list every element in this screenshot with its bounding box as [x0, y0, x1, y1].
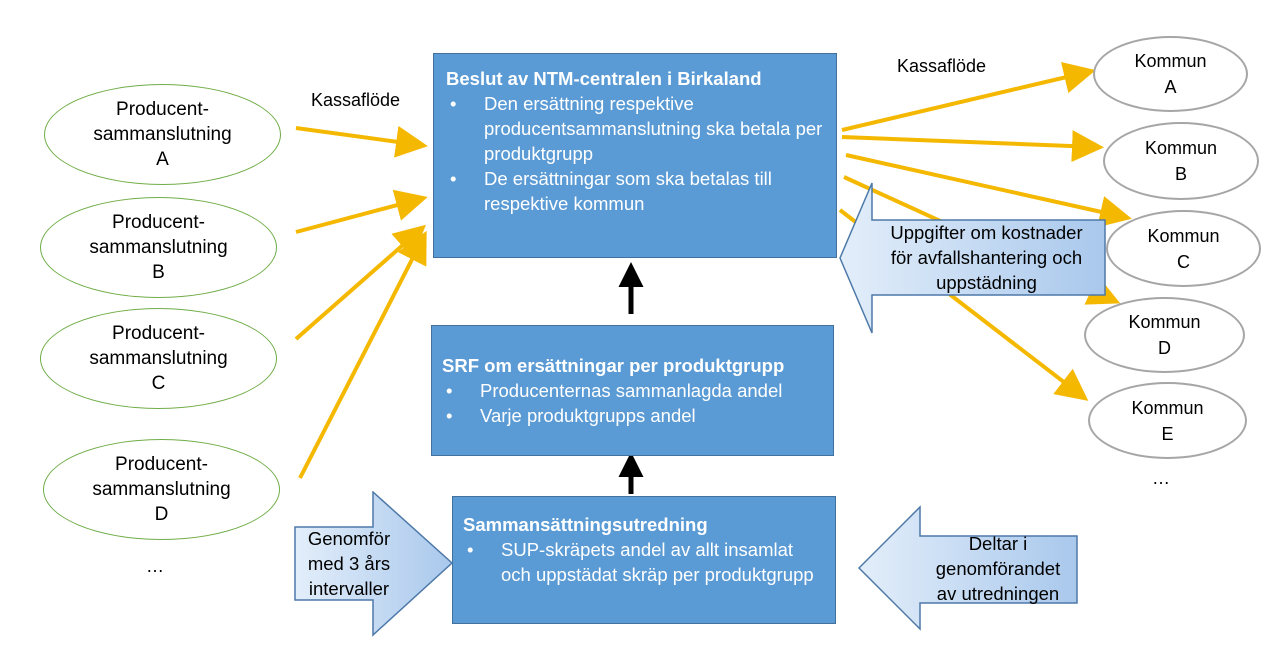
cashflow-arrow-producer-a: [295, 125, 428, 158]
decision-box-bullet: Den ersättning respektive producentsamma…: [446, 91, 826, 166]
composition-study-box[interactable]: Sammansättningsutredning SUP-skräpets an…: [452, 496, 836, 624]
producer-node-d[interactable]: Producent- sammanslutning D: [43, 439, 280, 540]
producer-node-label: Producent- sammanslutning A: [93, 99, 232, 170]
municipality-node-d[interactable]: Kommun D: [1084, 297, 1245, 373]
decision-box[interactable]: Beslut av NTM-centralen i Birkaland Den …: [433, 53, 837, 258]
left-block-arrow-icon: [857, 505, 1078, 631]
cashflow-label-left: Kassaflöde: [311, 90, 401, 110]
municipality-node-label: Kommun A: [1134, 51, 1207, 97]
producer-node-b[interactable]: Producent- sammanslutning B: [40, 197, 277, 298]
composition-study-box-bullets: SUP-skräpets andel av allt insamlat och …: [463, 537, 827, 587]
srf-box-bullet: Producenternas sammanlagda andel: [442, 378, 825, 403]
cashflow-arrow-producer-b: [295, 189, 428, 234]
municipality-node-b[interactable]: Kommun B: [1103, 122, 1259, 200]
srf-box[interactable]: SRF om ersättningar per produktgrupp Pro…: [431, 325, 834, 456]
right-block-arrow-icon: [294, 491, 454, 637]
municipality-node-label: Kommun D: [1128, 312, 1201, 358]
municipality-node-label: Kommun C: [1147, 225, 1220, 272]
cashflow-arrow-municipality-a: [841, 61, 1096, 132]
municipality-node-e[interactable]: Kommun E: [1088, 382, 1247, 459]
srf-box-bullets: Producenternas sammanlagda andel Varje p…: [442, 378, 825, 428]
municipalities-more-ellipsis: …: [1152, 468, 1170, 488]
composition-study-box-bullet: SUP-skräpets andel av allt insamlat och …: [463, 537, 827, 587]
producer-node-label: Producent- sammanslutning B: [89, 212, 228, 283]
srf-box-title: SRF om ersättningar per produktgrupp: [442, 355, 785, 376]
municipality-node-a[interactable]: Kommun A: [1093, 36, 1248, 112]
cashflow-arrow-municipality-b: [841, 130, 1104, 163]
producer-node-c[interactable]: Producent- sammanslutning C: [40, 308, 277, 409]
municipality-node-label: Kommun B: [1144, 138, 1218, 184]
decision-box-bullet: De ersättningar som ska betalas till res…: [446, 166, 826, 216]
participates-block-arrow: Deltar i genomförandet av utredningen: [857, 505, 1080, 631]
interval-text: Genomför med 3 års intervaller: [307, 528, 391, 599]
left-block-arrow-icon: [839, 182, 1106, 334]
cashflow-arrow-municipality-c: [845, 153, 1132, 228]
srf-box-bullet: Varje produktgrupps andel: [442, 403, 825, 428]
cost-info-block-arrow: Uppgifter om kostnader för avfallshanter…: [838, 181, 1108, 335]
cashflow-label-right: Kassaflöde: [897, 56, 987, 76]
cost-info-text: Uppgifter om kostnader för avfallshanter…: [890, 222, 1083, 293]
participates-text: Deltar i genomförandet av utredningen: [935, 533, 1061, 604]
composition-study-box-title: Sammansättningsutredning: [463, 514, 708, 535]
cashflow-arrow-producer-d: [298, 230, 427, 479]
producer-node-label: Producent- sammanslutning C: [89, 323, 228, 394]
decision-box-title: Beslut av NTM-centralen i Birkaland: [446, 68, 762, 89]
producers-more-ellipsis: …: [146, 556, 164, 576]
interval-block-arrow: Genomför med 3 års intervaller: [294, 491, 456, 637]
decision-box-bullets: Den ersättning respektive producentsamma…: [446, 91, 826, 216]
producer-node-a[interactable]: Producent- sammanslutning A: [44, 84, 281, 185]
municipality-node-label: Kommun E: [1131, 397, 1204, 444]
municipality-node-c[interactable]: Kommun C: [1106, 210, 1261, 287]
producer-node-label: Producent- sammanslutning D: [92, 454, 231, 525]
